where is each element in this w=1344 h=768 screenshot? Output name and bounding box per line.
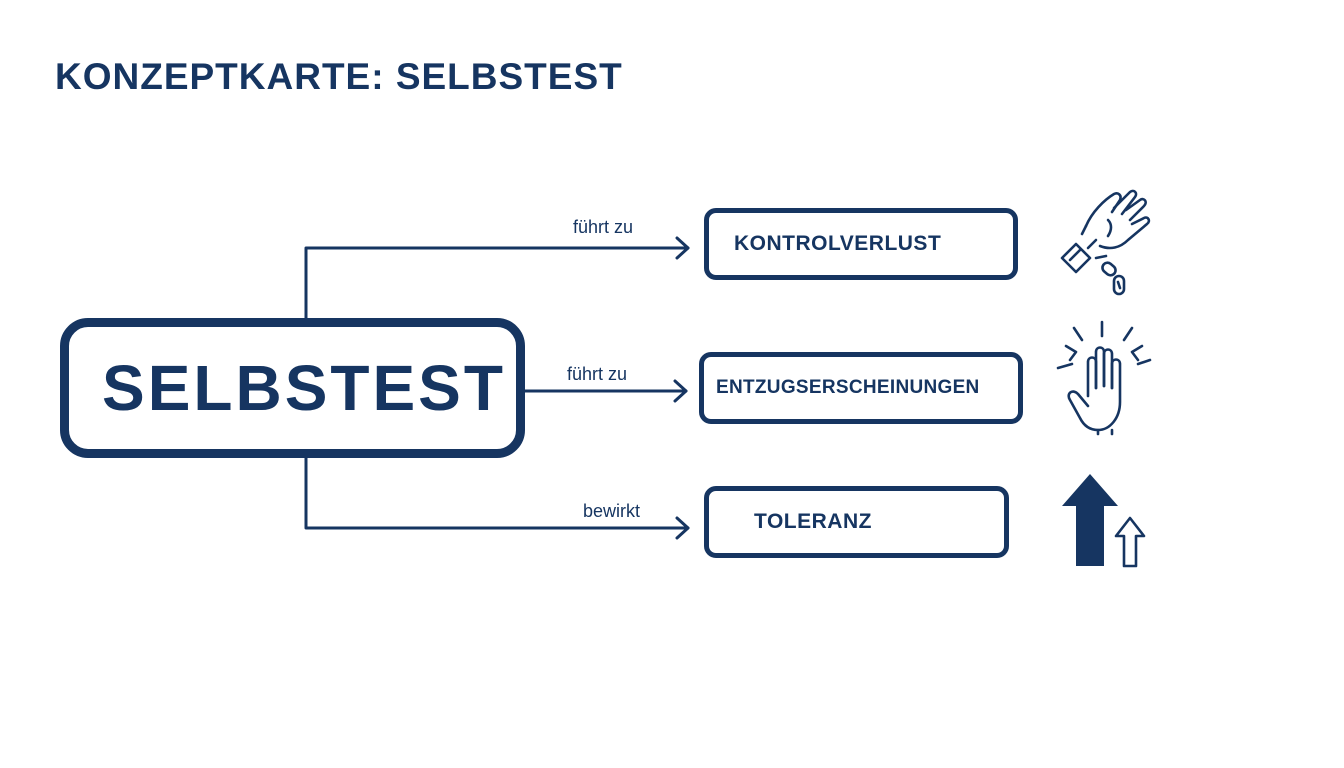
page-title: KONZEPTKARTE: SELBSTEST <box>55 56 623 97</box>
node-kontrolverlust: KONTROLVERLUST <box>704 208 1018 280</box>
node-entzugserscheinungen: ENTZUGSERSCHEINUNGEN <box>699 352 1023 424</box>
central-node-selbstest: SELBSTEST <box>60 318 525 458</box>
arrowhead-kontrolverlust <box>675 236 690 260</box>
arrowhead-toleranz <box>675 516 690 540</box>
connector-kontrolverlust <box>304 246 690 320</box>
connector-toleranz <box>304 456 690 530</box>
node-toleranz: TOLERANZ <box>704 486 1009 558</box>
shaking-hand-icon <box>1056 320 1152 436</box>
edge-label-kontrolverlust: führt zu <box>573 217 634 237</box>
arrowhead-entzugserscheinungen <box>673 379 688 403</box>
edge-label-entzugserscheinungen: führt zu <box>567 364 628 384</box>
edge-label-toleranz: bewirkt <box>583 501 641 521</box>
broken-chain-hand-icon <box>1060 189 1151 296</box>
rising-arrows-icon <box>1062 474 1146 568</box>
